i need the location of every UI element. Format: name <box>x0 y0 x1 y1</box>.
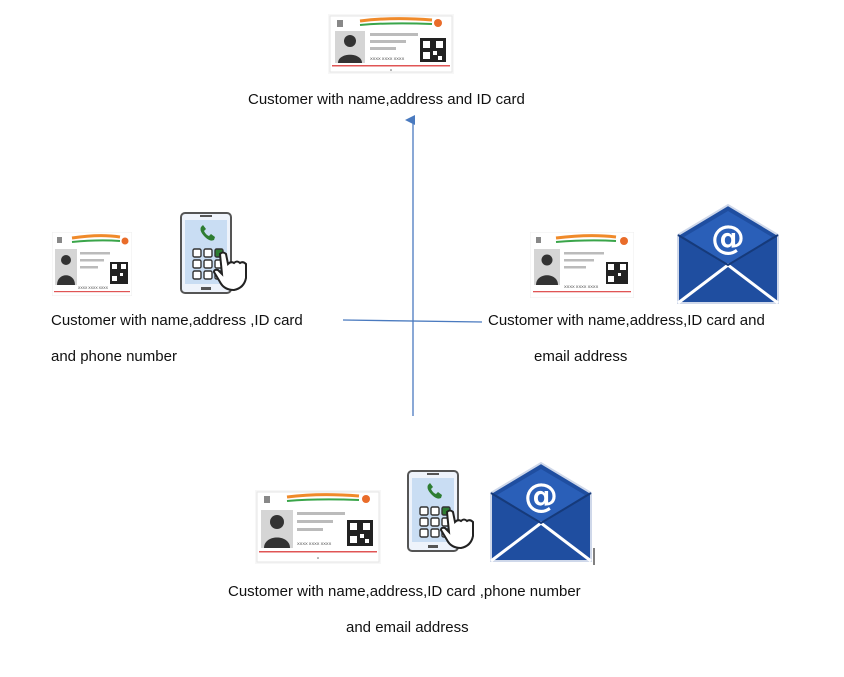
right-node-label-line2: email address <box>534 348 628 365</box>
svg-text:@: @ <box>524 476 558 516</box>
svg-text:XXXX XXXX XXXX: XXXX XXXX XXXX <box>78 286 109 290</box>
horizontal-line <box>342 319 483 323</box>
left-node-label-line1: Customer with name,address ,ID card <box>51 312 303 329</box>
bottom-node-label-line1: Customer with name,address,ID card ,phon… <box>228 583 581 600</box>
svg-text:XXXX XXXX XXXX: XXXX XXXX XXXX <box>297 541 332 546</box>
svg-text:@: @ <box>711 218 745 258</box>
email-envelope-icon: @ <box>489 461 593 563</box>
phone-dialpad-icon <box>407 470 479 554</box>
id-card-icon: XXXX XXXX XXXX <box>328 14 454 74</box>
id-card-icon: XXXX XXXX XXXX <box>52 232 132 296</box>
phone-dialpad-icon <box>180 212 252 296</box>
top-node-label: Customer with name,address and ID card <box>248 91 525 108</box>
email-envelope-icon: @ <box>676 203 780 305</box>
id-card-icon: XXXX XXXX XXXX <box>255 490 381 564</box>
right-node-label-line1: Customer with name,address,ID card and <box>488 312 765 329</box>
svg-text:XXXX XXXX XXXX: XXXX XXXX XXXX <box>370 56 405 61</box>
left-node-label-line2: and phone number <box>51 348 177 365</box>
svg-text:XXXX XXXX XXXX: XXXX XXXX XXXX <box>564 284 599 289</box>
bottom-node-label-line2: and email address <box>346 619 469 636</box>
id-card-icon: XXXX XXXX XXXX <box>530 232 634 298</box>
